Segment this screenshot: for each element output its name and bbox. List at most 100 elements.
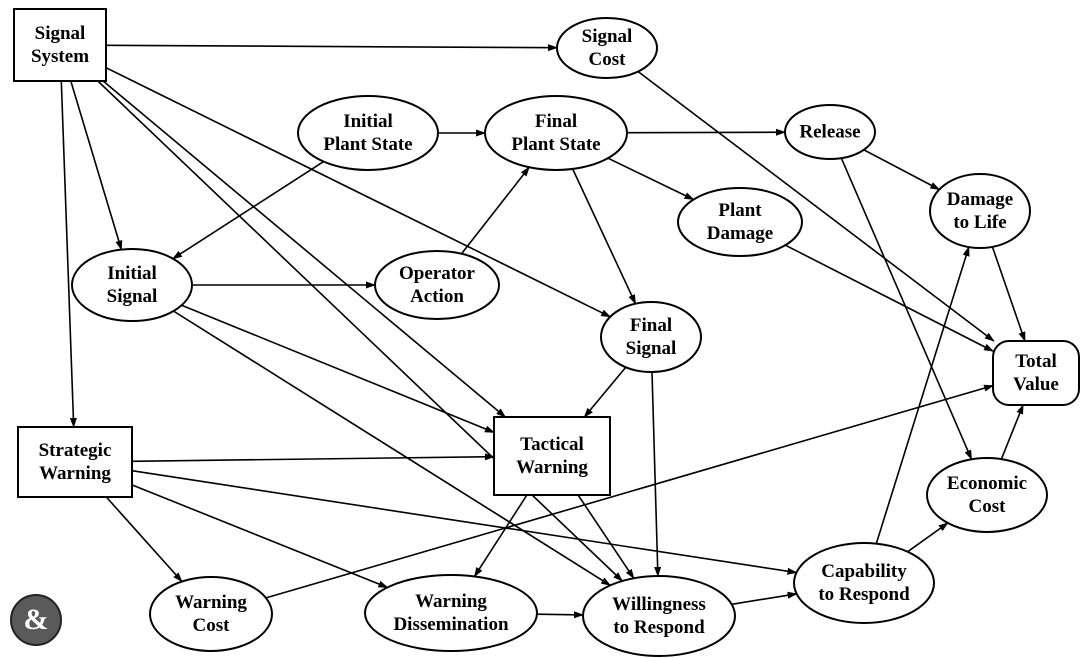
edge-operator-action-to-final-plant-state: [460, 166, 530, 255]
edge-strategic-warning-to-warning-dissemination: [131, 484, 389, 589]
final-signal-label-line-1: Final: [630, 315, 672, 336]
willingness-to-respond-ellipse: [582, 575, 736, 657]
edge-initial-signal-to-willingness-to-respond: [172, 310, 612, 586]
edge-final-plant-state-to-release: [626, 128, 786, 136]
warning-cost-ellipse: [149, 576, 273, 652]
edge-capability-to-respond-to-damage-to-life: [875, 246, 970, 544]
signal-system-box: [13, 8, 107, 82]
capability-to-respond-label-line-2: to Respond: [818, 584, 910, 605]
capability-to-respond-ellipse: [793, 542, 935, 624]
edge-economic-cost-to-total-value: [1000, 404, 1024, 460]
willingness-to-respond-label-line-1: Willingness: [612, 594, 706, 615]
edge-final-plant-state-to-plant-damage: [607, 157, 695, 201]
edge-signal-system-to-tactical-warning: [102, 80, 507, 418]
edge-signal-system-to-final-signal: [105, 66, 612, 318]
signal-cost-ellipse: [556, 17, 658, 79]
plant-damage-label-line-1: Plant: [718, 200, 762, 221]
initial-plant-state-label-line-2: Plant State: [323, 134, 412, 155]
initial-signal-ellipse: [71, 248, 193, 322]
damage-to-life-label-line-2: to Life: [953, 212, 1006, 233]
edge-warning-dissemination-to-willingness-to-respond: [536, 611, 584, 619]
initial-signal-label-line-1: Initial: [107, 263, 157, 284]
edge-tactical-warning-to-willingness-to-respond: [577, 494, 635, 580]
damage-to-life-ellipse: [929, 173, 1031, 249]
total-value-box: [992, 340, 1080, 406]
signal-system-label-line-1: Signal: [35, 23, 86, 44]
release-ellipse: [784, 104, 876, 160]
final-plant-state-label-line-2: Plant State: [511, 134, 600, 155]
edge-plant-damage-to-total-value: [785, 244, 994, 352]
signal-cost-label-line-1: Signal: [582, 26, 633, 47]
node-release: Release: [784, 104, 876, 160]
edge-release-to-economic-cost: [840, 157, 973, 461]
plant-damage-ellipse: [677, 187, 803, 257]
plant-damage-label-line-2: Damage: [707, 223, 773, 244]
operator-action-label-line-2: Action: [410, 286, 464, 307]
operator-action-label-line-1: Operator: [399, 263, 476, 284]
edge-signal-system-to-strategic-warning: [60, 80, 77, 428]
initial-plant-state-label-line-1: Initial: [343, 111, 393, 132]
warning-dissemination-label-line-1: Warning: [415, 591, 487, 612]
warning-dissemination-ellipse: [364, 574, 538, 652]
edge-final-plant-state-to-final-signal: [571, 168, 637, 305]
operator-action-ellipse: [374, 250, 500, 320]
warning-cost-label-line-1: Warning: [175, 592, 247, 613]
logo-glyph: &: [24, 603, 49, 636]
strategic-warning-label-line-2: Warning: [39, 463, 111, 484]
signal-system-label-line-2: System: [31, 46, 89, 67]
economic-cost-label-line-2: Cost: [969, 496, 1007, 517]
capability-to-respond-label-line-1: Capability: [821, 561, 907, 582]
edge-willingness-to-respond-to-capability-to-respond: [731, 591, 798, 606]
edge-release-to-damage-to-life: [863, 149, 941, 191]
edge-final-signal-to-tactical-warning: [583, 366, 627, 418]
edge-signal-system-to-willingness-to-respond: [97, 80, 624, 582]
edge-strategic-warning-to-warning-cost: [105, 496, 183, 583]
edge-warning-cost-to-total-value: [265, 384, 994, 599]
edge-initial-plant-state-to-initial-signal: [172, 160, 325, 260]
final-plant-state-label-line-1: Final: [535, 111, 577, 132]
edge-initial-signal-to-tactical-warning: [181, 304, 495, 434]
edge-final-signal-to-willingness-to-respond: [651, 371, 662, 577]
economic-cost-label-line-1: Economic: [947, 473, 1027, 494]
final-signal-label-line-2: Signal: [626, 338, 677, 359]
warning-cost-label-line-2: Cost: [193, 615, 231, 636]
edge-signal-system-to-signal-cost: [105, 44, 558, 52]
initial-signal-label-line-2: Signal: [107, 286, 158, 307]
society-logo-icon: &: [10, 594, 62, 646]
edge-tactical-warning-to-warning-dissemination: [473, 494, 528, 578]
edge-signal-cost-to-total-value: [637, 70, 995, 342]
willingness-to-respond-label-line-2: to Respond: [613, 617, 705, 638]
strategic-warning-box: [17, 426, 133, 498]
final-plant-state-ellipse: [484, 95, 628, 171]
edge-damage-to-life-to-total-value: [991, 246, 1026, 342]
tactical-warning-box: [493, 416, 611, 496]
final-signal-ellipse: [600, 301, 702, 373]
release-label-line-1: Release: [799, 121, 860, 142]
signal-cost-label-line-2: Cost: [589, 49, 627, 70]
strategic-warning-label-line-1: Strategic: [39, 440, 112, 461]
tactical-warning-label-line-2: Warning: [516, 457, 588, 478]
edge-strategic-warning-to-tactical-warning: [131, 453, 495, 463]
damage-to-life-label-line-1: Damage: [947, 189, 1013, 210]
edge-signal-system-to-initial-signal: [70, 80, 123, 251]
total-value-label-line-1: Total: [1015, 351, 1057, 372]
warning-dissemination-label-line-2: Dissemination: [393, 614, 509, 635]
total-value-label-line-2: Value: [1013, 374, 1059, 395]
